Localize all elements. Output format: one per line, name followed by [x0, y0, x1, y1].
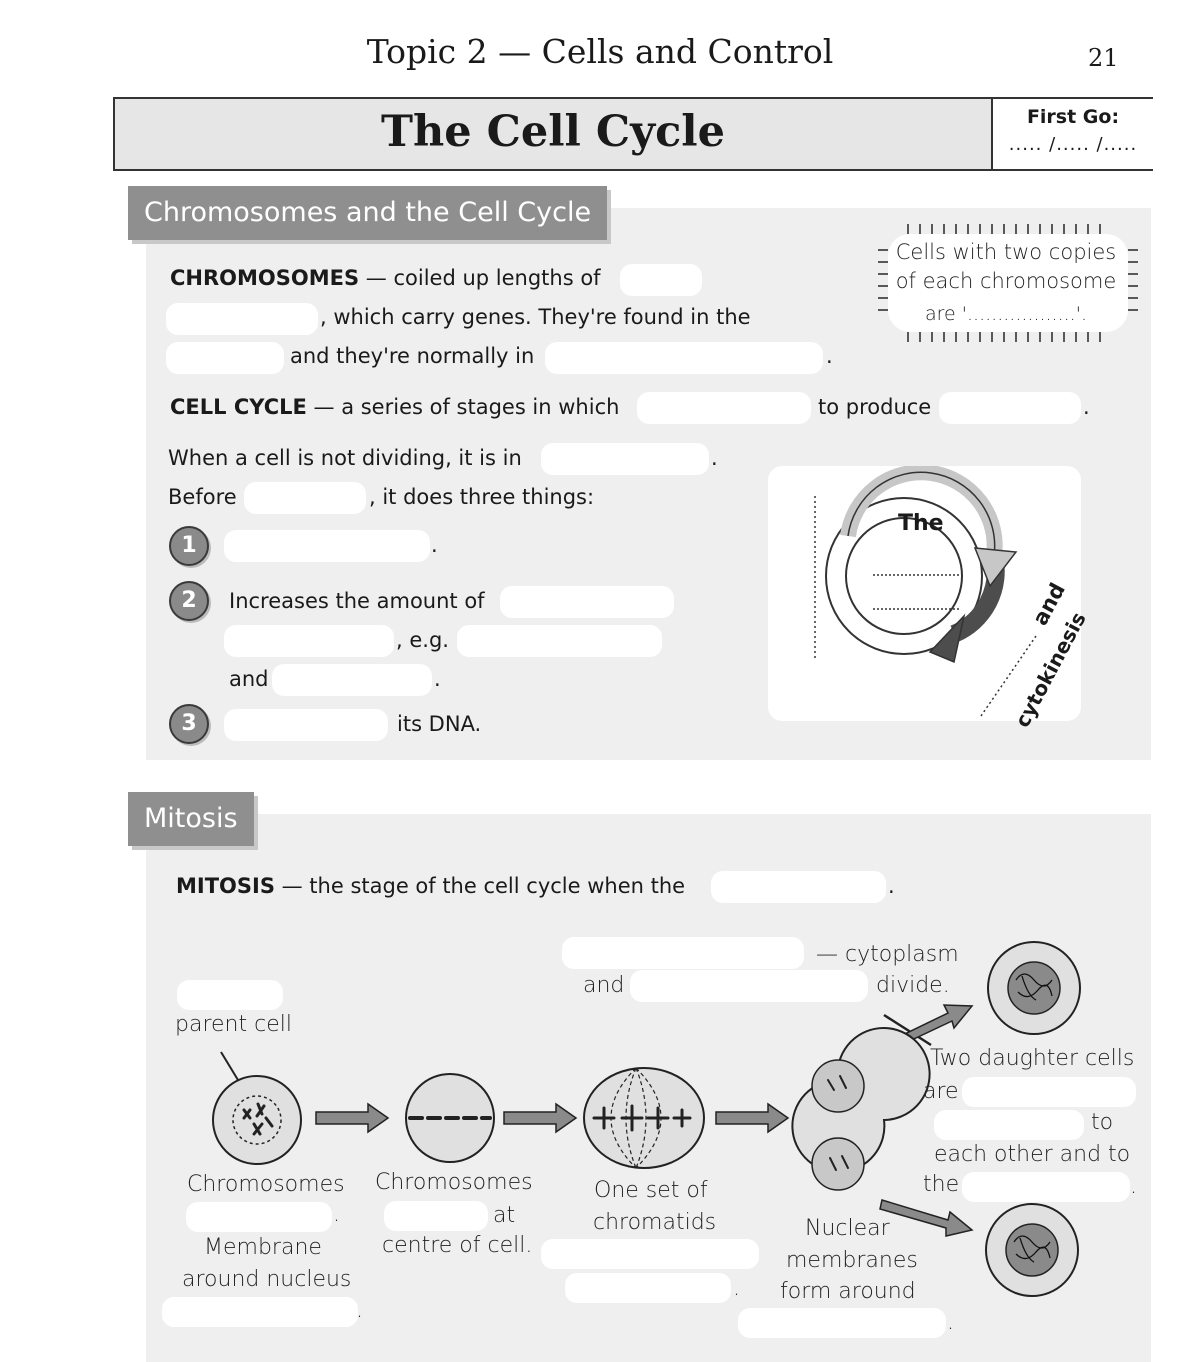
blank-before[interactable]	[244, 482, 366, 514]
to-label: to	[1091, 1110, 1114, 1135]
before-text-2: , it does three things:	[369, 485, 595, 509]
cell-cycle-text-2: to produce	[818, 395, 932, 419]
cell-cycle-text-1: — a series of stages in which	[306, 395, 620, 419]
dot: .	[947, 1310, 954, 1335]
chromosomes-text-3: and they're normally in	[290, 344, 535, 368]
topic-header: Topic 2 — Cells and Control	[366, 32, 834, 71]
dot: .	[356, 1298, 363, 1323]
callout-line-1: Cells with two copies	[895, 240, 1117, 264]
dot: .	[1130, 1174, 1137, 1199]
blank-chromosomes-3[interactable]	[166, 342, 284, 374]
at-label: at	[493, 1203, 516, 1228]
first-go-label: First Go:	[1026, 106, 1120, 128]
cell-cycle-definition: CELL CYCLE — a series of stages in which	[170, 395, 619, 419]
blank-chromatids-2[interactable]	[565, 1273, 731, 1303]
blank-step-2d[interactable]	[272, 664, 432, 696]
cytoplasm-label: — cytoplasm	[816, 942, 959, 967]
blank-not-dividing[interactable]	[541, 443, 709, 475]
divide-label: divide.	[876, 973, 950, 998]
first-go-box: First Go: ..... /..... /.....	[991, 99, 1153, 169]
blank-nuclear[interactable]	[738, 1308, 946, 1338]
chromosomes-definition-line1: CHROMOSOMES — coiled up lengths of	[170, 266, 601, 290]
blank-cycle-1[interactable]	[637, 392, 811, 424]
membrane-label-1: Membrane	[204, 1235, 322, 1260]
are-label: are	[923, 1079, 959, 1104]
blank-chromosomes-4[interactable]	[545, 342, 823, 374]
blank-step-2a[interactable]	[500, 586, 674, 618]
parent-cell-label: parent cell	[175, 1012, 292, 1037]
step-3-text: its DNA.	[397, 712, 482, 736]
chromosomes-label-a: Chromosomes	[187, 1172, 345, 1197]
blank-cytokinesis-1[interactable]	[562, 937, 804, 969]
dot: .	[888, 874, 895, 898]
page-number: 21	[1088, 44, 1119, 72]
blank-membrane[interactable]	[162, 1297, 358, 1327]
blank-chromatids-1[interactable]	[541, 1239, 759, 1269]
blank-chromosomes-2[interactable]	[166, 303, 318, 335]
blank-daughter-3[interactable]	[962, 1172, 1130, 1202]
mitosis-term: MITOSIS	[176, 874, 275, 898]
blank-step-3[interactable]	[224, 709, 388, 741]
mitosis-text: — the stage of the cell cycle when the	[274, 874, 686, 898]
blank-chromosomes-1[interactable]	[620, 264, 702, 296]
the-label: the	[923, 1172, 960, 1197]
period: .	[711, 446, 718, 470]
daughter-label: Two daughter cells	[930, 1046, 1135, 1071]
eg-text: , e.g.	[396, 628, 449, 652]
callout-line-2: of each chromosome	[895, 269, 1117, 293]
chromosomes-label-b: Chromosomes	[375, 1170, 533, 1195]
chromosomes-text-2: , which carry genes. They're found in th…	[320, 305, 751, 329]
step-2-text: Increases the amount of	[229, 589, 485, 613]
nuclear-label-1: Nuclear	[805, 1216, 890, 1241]
not-dividing-text: When a cell is not dividing, it is in	[168, 446, 522, 470]
blank-cytokinesis-2[interactable]	[630, 970, 868, 1002]
page-title: The Cell Cycle	[381, 107, 725, 157]
blank-daughter-1[interactable]	[962, 1077, 1136, 1107]
callout-line-3: are '..................'.	[925, 303, 1087, 325]
each-other-label: each other and to	[934, 1142, 1131, 1167]
chromosomes-text-1: — coiled up lengths of	[359, 266, 601, 290]
blank-daughter-2[interactable]	[934, 1110, 1084, 1140]
one-set-label-2: chromatids	[593, 1210, 717, 1235]
membrane-label-2: around nucleus	[182, 1267, 352, 1292]
cell-cycle-term: CELL CYCLE	[170, 395, 307, 419]
nuclear-label-3: form around	[780, 1279, 916, 1304]
blank-chromosomes-b[interactable]	[384, 1201, 488, 1231]
one-set-label-1: One set of	[594, 1178, 708, 1203]
and-label: and	[583, 973, 625, 998]
blank-chromosomes-a[interactable]	[186, 1202, 332, 1232]
mitosis-diagram	[212, 941, 1081, 1297]
chromosomes-term: CHROMOSOMES	[170, 266, 360, 290]
mitosis-definition: MITOSIS — the stage of the cell cycle wh…	[176, 874, 685, 898]
step-number-2: 2	[169, 581, 209, 621]
and-text: and	[229, 667, 269, 691]
step-number-3: 3	[169, 704, 209, 744]
blank-mitosis[interactable]	[711, 871, 886, 903]
section-heading-mitosis: Mitosis	[128, 792, 254, 846]
callout-burst	[878, 224, 1138, 342]
nuclear-label-2: membranes	[786, 1248, 918, 1273]
blank-cycle-2[interactable]	[939, 392, 1081, 424]
period: .	[434, 667, 441, 691]
dot: .	[333, 1202, 340, 1227]
period: .	[431, 533, 438, 557]
first-go-date-field[interactable]: ..... /..... /.....	[1008, 134, 1138, 155]
dot: .	[733, 1276, 740, 1301]
cell-cycle-graphic	[814, 466, 1037, 717]
before-text-1: Before	[168, 485, 237, 509]
step-number-1: 1	[169, 526, 209, 566]
section-heading-chromosomes: Chromosomes and the Cell Cycle	[128, 186, 608, 240]
blank-step-2c[interactable]	[457, 625, 662, 657]
period: .	[1083, 395, 1090, 419]
blank-step-2b[interactable]	[224, 625, 394, 657]
period: .	[826, 344, 833, 368]
blank-mitosis-parent[interactable]	[177, 980, 283, 1010]
blank-step-1[interactable]	[224, 530, 430, 562]
title-bar: The Cell Cycle First Go: ..... /..... /.…	[113, 97, 1153, 171]
diagram-the-label: The	[898, 511, 944, 536]
centre-label: centre of cell.	[382, 1233, 533, 1258]
